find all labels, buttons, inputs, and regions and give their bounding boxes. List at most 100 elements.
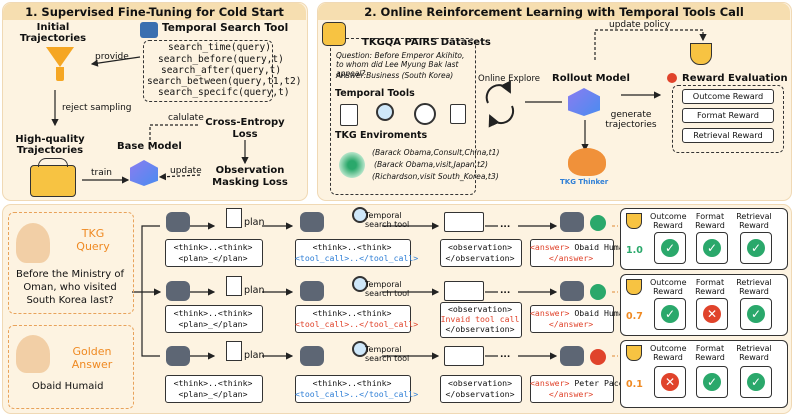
trophy-icon bbox=[626, 345, 642, 361]
dataset-title: TKGQA PAIRS Datasets bbox=[362, 37, 491, 48]
plan-icon bbox=[226, 208, 242, 228]
agent-robot-icon bbox=[300, 346, 324, 366]
datasets-box bbox=[330, 38, 476, 195]
fox-logo-icon bbox=[568, 148, 606, 176]
reward-score: 0.1 bbox=[626, 379, 643, 390]
search-tool-label: Temporal search tool bbox=[365, 211, 410, 229]
query-title: TKG Query bbox=[76, 227, 110, 253]
agent-robot-icon bbox=[300, 281, 324, 301]
tool-item: search_specifc(query,t) bbox=[158, 87, 290, 98]
reward-cross-cell: ✕ bbox=[696, 298, 728, 330]
observation-close: </observation> bbox=[445, 389, 515, 399]
update-policy-label: update policy bbox=[609, 20, 671, 30]
think-tool-box bbox=[295, 239, 411, 267]
observation-open: <observation> bbox=[447, 378, 513, 388]
doc-stack-icon bbox=[444, 212, 484, 232]
invalid-tool-call: Invaid tool call bbox=[440, 314, 520, 324]
archive-icon bbox=[30, 165, 76, 197]
temporal-tools-label: Temporal Tools bbox=[335, 88, 415, 99]
reward-header: Retrieval Reward bbox=[736, 344, 772, 362]
reward-cross-cell: ✕ bbox=[654, 366, 686, 398]
plan-tag: <plan>_</plan> bbox=[178, 389, 248, 399]
initial-trajectories-label: Initial Trajectories bbox=[19, 22, 87, 44]
search-tool-icon bbox=[352, 207, 368, 223]
plan-icon bbox=[226, 276, 242, 296]
tool-item: search_time(query) bbox=[168, 42, 271, 53]
generate-trajectories-label: generate trajectories bbox=[605, 110, 657, 130]
tool-item: search_before(query,t) bbox=[158, 54, 284, 65]
check-icon: ✓ bbox=[661, 305, 679, 323]
reward-header: Outcome Reward bbox=[650, 278, 687, 296]
search-tool-icon bbox=[352, 341, 368, 357]
check-icon: ✓ bbox=[703, 373, 721, 391]
reward-check-cell: ✓ bbox=[696, 232, 728, 264]
reward-header: Format Reward bbox=[695, 212, 725, 230]
tool-call-tag: <tool_call>..</tool_call> bbox=[295, 389, 419, 399]
agent-robot-icon bbox=[560, 281, 584, 301]
reward-check-cell: ✓ bbox=[740, 232, 772, 264]
check-badge-icon bbox=[590, 215, 606, 231]
reward-score: 1.0 bbox=[626, 245, 643, 256]
train-label: train bbox=[91, 168, 112, 178]
golden-title: Golden Answer bbox=[71, 345, 113, 371]
masking-loss-label: Observation Masking Loss bbox=[212, 165, 288, 188]
observation-box bbox=[440, 239, 522, 267]
think-tool-box bbox=[295, 375, 411, 403]
think-plan-box bbox=[165, 375, 263, 403]
golden-person-icon bbox=[16, 335, 50, 373]
observation-close: </observation> bbox=[445, 324, 515, 334]
observation-box bbox=[440, 302, 522, 338]
observation-open: <observation> bbox=[447, 304, 513, 314]
tkg-tuple: (Richardson,visit South_Korea,t3) bbox=[372, 172, 499, 181]
cross-badge-icon bbox=[590, 349, 606, 365]
doc-stack-icon bbox=[444, 281, 484, 301]
ellipsis: ... bbox=[500, 220, 511, 230]
reward-item: Retrieval Reward bbox=[682, 128, 774, 143]
pin-icon bbox=[667, 73, 677, 83]
golden-text: Obaid Humaid bbox=[32, 381, 104, 392]
trophy-icon bbox=[626, 279, 642, 295]
graph-icon bbox=[337, 150, 367, 180]
clock-icon bbox=[414, 103, 436, 125]
plan-icon bbox=[226, 341, 242, 361]
agent-robot-icon bbox=[560, 212, 584, 232]
agent-robot-icon bbox=[166, 281, 190, 301]
plan-tag: <plan>_</plan> bbox=[178, 319, 248, 329]
reward-item: Outcome Reward bbox=[682, 89, 774, 104]
tool-call-tag: <tool_call>..</tool_call> bbox=[295, 319, 419, 329]
check-icon: ✓ bbox=[747, 239, 765, 257]
plan-label: plan bbox=[244, 285, 265, 296]
funnel-icon bbox=[46, 47, 74, 67]
reject-sampling-label: reject sampling bbox=[62, 103, 132, 113]
archive-lid bbox=[38, 158, 68, 167]
think-tag: <think>..<think> bbox=[173, 242, 253, 252]
tkg-tuple: (Barack Obama,visit,Japan,t2) bbox=[374, 160, 488, 169]
answer-box bbox=[530, 375, 614, 403]
tool-item: search_between(query,t1,t2) bbox=[147, 76, 302, 87]
think-tag: <think>..<think> bbox=[173, 378, 253, 388]
cross-icon: ✕ bbox=[703, 305, 721, 323]
high-quality-label: High-quality Trajectories bbox=[15, 134, 85, 156]
check-icon: ✓ bbox=[703, 239, 721, 257]
cross-entropy-label: Cross-Entropy Loss bbox=[205, 117, 285, 140]
trophy-icon bbox=[626, 213, 642, 229]
provide-label: provide bbox=[95, 52, 129, 62]
tool-call-tag: <tool_call>..</tool_call> bbox=[295, 253, 419, 263]
reward-header: Outcome Reward bbox=[650, 344, 687, 362]
reward-score: 0.7 bbox=[626, 311, 643, 322]
reward-header: Outcome Reward bbox=[650, 212, 687, 230]
check-icon: ✓ bbox=[661, 239, 679, 257]
plan-tag: <plan>_</plan> bbox=[178, 253, 248, 263]
tkg-tuple: (Barack Obama,Consult,China,t1) bbox=[372, 148, 500, 157]
person-icon bbox=[16, 223, 50, 263]
answer-line: <answer> Obaid Humaid bbox=[530, 242, 634, 252]
plan-label: plan bbox=[244, 350, 265, 361]
python-icon bbox=[140, 22, 158, 38]
answer-line: <answer> Peter Pace bbox=[530, 378, 624, 388]
dataset-answer: Answer:Business (South Korea) bbox=[336, 71, 454, 80]
cross-icon: ✕ bbox=[661, 373, 679, 391]
reward-header: Retrieval Reward bbox=[736, 278, 772, 296]
observation-box bbox=[440, 375, 522, 403]
query-box bbox=[8, 212, 134, 314]
think-plan-box bbox=[165, 239, 263, 267]
